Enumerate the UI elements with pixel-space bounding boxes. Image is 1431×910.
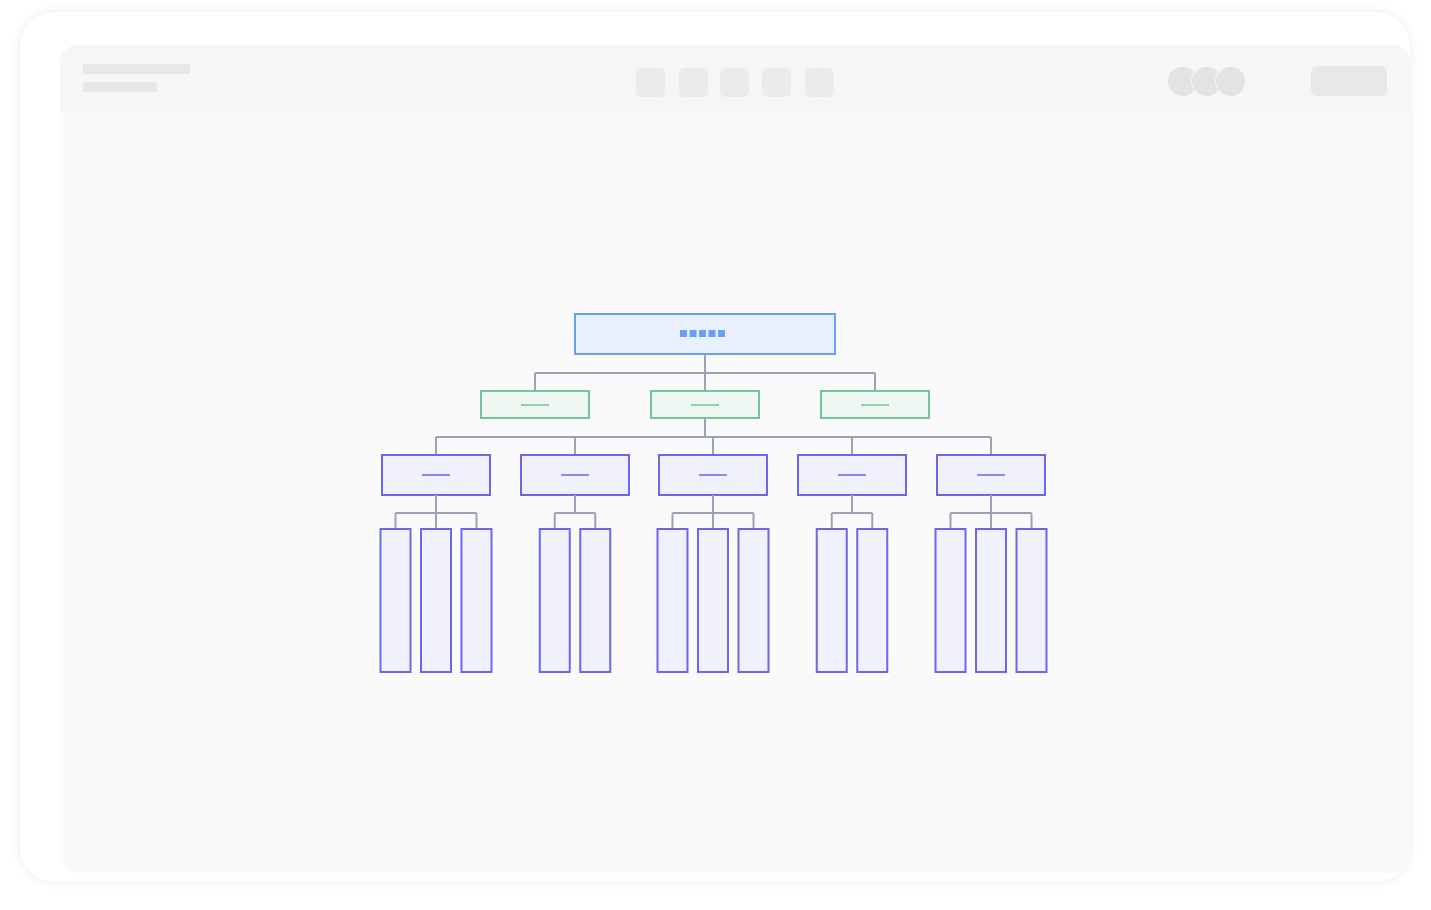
tool-button-3[interactable]: [720, 68, 749, 97]
root-label-placeholder: [718, 330, 725, 337]
leaf-node[interactable]: [975, 528, 1007, 673]
title-placeholder: [83, 64, 190, 74]
leaf-node[interactable]: [934, 528, 967, 673]
leaf-node[interactable]: [1015, 528, 1048, 673]
leaf-node[interactable]: [538, 528, 571, 673]
tool-button-2[interactable]: [679, 68, 708, 97]
tool-button-1[interactable]: [636, 68, 665, 97]
leaf-node[interactable]: [460, 528, 493, 673]
leaf-node[interactable]: [737, 528, 770, 673]
root-node[interactable]: [574, 313, 836, 355]
root-label-placeholder: [699, 330, 706, 337]
avatar[interactable]: [1215, 66, 1246, 97]
top-toolbar: [60, 45, 1410, 112]
leaf-node[interactable]: [697, 528, 729, 673]
root-label-placeholder: [689, 330, 697, 337]
leaf-node[interactable]: [579, 528, 612, 673]
tool-button-5[interactable]: [805, 68, 834, 97]
share-button[interactable]: [1311, 66, 1387, 96]
leaf-node[interactable]: [856, 528, 889, 673]
leaf-node[interactable]: [815, 528, 848, 673]
app-window: [20, 12, 1410, 882]
tool-button-4[interactable]: [762, 68, 791, 97]
diagram-canvas: [60, 45, 1410, 873]
subtitle-placeholder: [83, 82, 157, 92]
leaf-node[interactable]: [656, 528, 689, 673]
leaf-node[interactable]: [420, 528, 452, 673]
root-label-placeholder: [708, 330, 716, 337]
leaf-node[interactable]: [379, 528, 412, 673]
root-label-placeholder: [680, 330, 687, 337]
